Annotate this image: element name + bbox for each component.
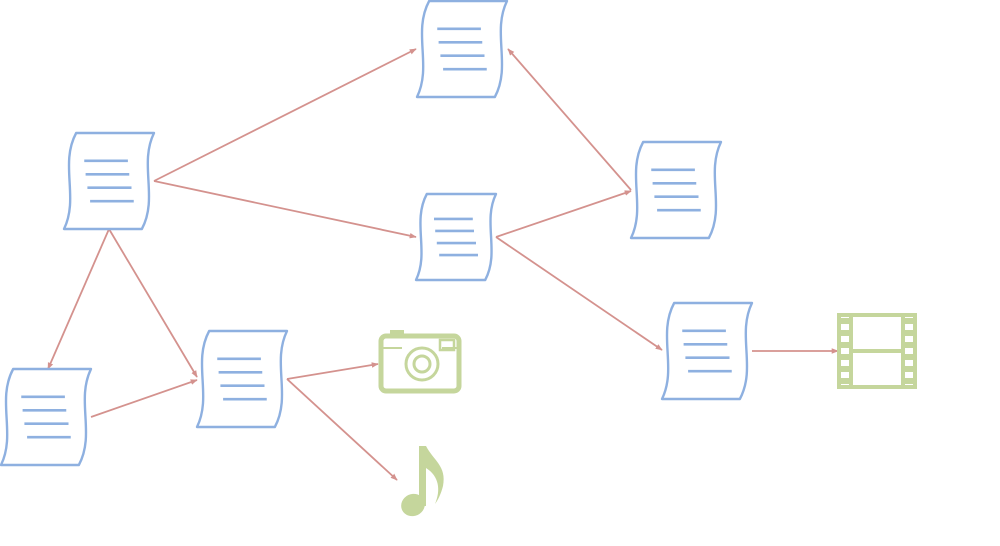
doc-right-lower-document-scroll-icon[interactable] (660, 301, 754, 401)
edges-layer (47, 48, 839, 481)
edge-doc-right-upper-to-doc-top (507, 48, 632, 191)
doc-top-document-scroll-icon[interactable] (415, 0, 509, 99)
edge-doc-bottom-center-to-media-camera (286, 362, 379, 380)
nodes-layer (0, 0, 917, 520)
edge-doc-left-to-doc-top (153, 48, 417, 182)
doc-right-upper-document-scroll-icon[interactable] (629, 140, 723, 240)
edge-doc-left-to-doc-bottom-center (108, 228, 198, 378)
edge-doc-bottom-center-to-media-music (286, 378, 398, 481)
doc-bottom-left-document-scroll-icon[interactable] (0, 367, 93, 467)
edge-doc-left-to-doc-bottom-left (47, 228, 110, 370)
music-note-icon[interactable] (397, 446, 444, 520)
edge-doc-middle-to-doc-right-lower (495, 236, 663, 351)
edge-doc-bottom-left-to-doc-bottom-center (90, 379, 198, 418)
camera-icon[interactable] (378, 330, 462, 394)
edge-doc-middle-to-doc-right-upper (495, 190, 632, 238)
edge-doc-left-to-doc-middle (153, 180, 417, 239)
doc-left-document-scroll-icon[interactable] (62, 131, 156, 231)
doc-bottom-center-document-scroll-icon[interactable] (195, 329, 289, 429)
doc-middle-document-scroll-icon[interactable] (414, 192, 498, 282)
film-strip-icon[interactable] (837, 313, 917, 389)
